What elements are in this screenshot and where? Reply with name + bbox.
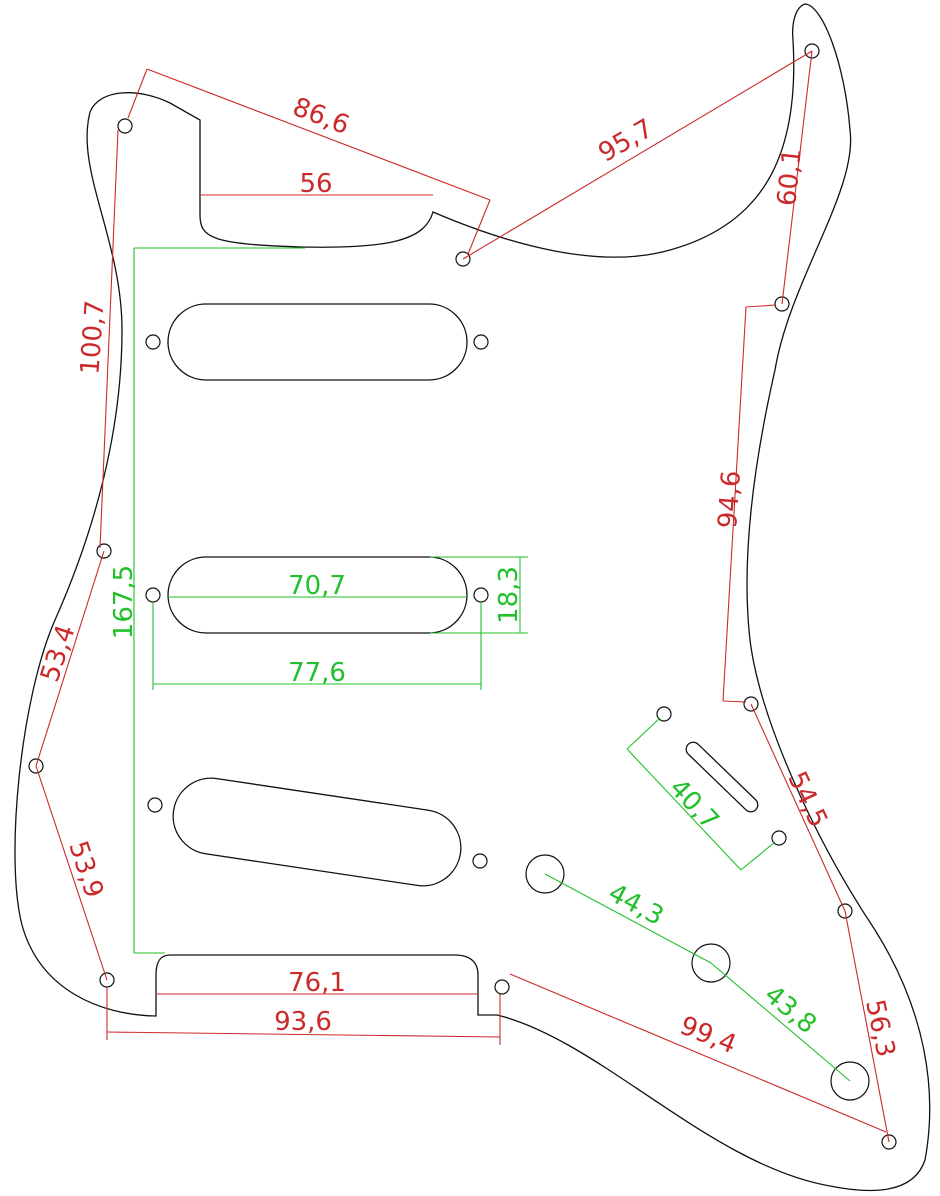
dim-line-95-7	[462, 50, 813, 260]
dim-line-56-3	[844, 910, 890, 1143]
dim-ext-line	[722, 700, 747, 703]
dim-ext-line	[127, 68, 148, 119]
dim-line-40-7	[626, 748, 742, 871]
bridge-pickup-cutout	[172, 777, 462, 887]
dim-ext-line	[740, 841, 776, 871]
pickup-mount-hole	[145, 587, 161, 603]
dim-label-94-6: 94,6	[713, 470, 747, 530]
dim-ext-line	[626, 717, 661, 750]
dim-label-40-7: 40,7	[663, 773, 724, 836]
red-dimensions	[35, 50, 890, 1143]
dim-label-93-6: 93,6	[274, 1007, 332, 1037]
middle-pickup-cutout	[167, 556, 468, 634]
dim-label-43-8: 43,8	[758, 980, 822, 1040]
dim-line-43-8	[710, 962, 851, 1082]
dim-line-94-6	[722, 306, 747, 702]
switch-screw-hole	[771, 830, 787, 846]
dim-ext-line	[467, 199, 491, 255]
dim-line-93-6	[106, 1031, 501, 1038]
pickup-mount-hole	[473, 587, 489, 603]
pickguard-outline	[14, 3, 931, 1192]
switch-screw-hole	[656, 706, 672, 722]
dim-label-53-4: 53,4	[35, 621, 81, 685]
dim-label-60-1: 60,1	[772, 147, 808, 208]
dim-label-54-5: 54,5	[781, 767, 833, 832]
dim-line-100-7	[99, 129, 119, 549]
pickup-mount-hole	[472, 853, 488, 869]
dim-ext-line	[745, 304, 777, 308]
dim-label-44-3: 44,3	[603, 878, 668, 932]
dim-label-77-6: 77,6	[288, 658, 346, 688]
dim-line-60-1	[781, 50, 813, 305]
dim-label-76-1: 76,1	[288, 968, 346, 998]
dim-label-100-7: 100,7	[75, 299, 110, 375]
pickup-mount-hole	[147, 797, 163, 813]
green-dimensions	[133, 247, 851, 1082]
dim-line-99-4	[509, 973, 887, 1133]
dim-label-56-3: 56,3	[859, 997, 900, 1060]
dim-label-56: 56	[299, 169, 332, 199]
dim-line-44-3	[544, 873, 712, 964]
dim-line-53-4	[35, 550, 105, 767]
dim-line-86-6	[146, 68, 491, 201]
dim-label-70-7: 70,7	[288, 571, 346, 601]
screw-hole	[117, 118, 133, 134]
pickup-mount-hole	[473, 334, 489, 350]
switch-slot	[685, 741, 759, 813]
dim-label-18-3: 18,3	[494, 566, 524, 624]
neck-pickup-cutout	[167, 303, 468, 381]
dim-line-54-5	[750, 703, 846, 912]
pickup-mount-hole	[145, 334, 161, 350]
dim-label-86-6: 86,6	[288, 92, 353, 141]
screw-hole	[494, 979, 510, 995]
dim-label-95-7: 95,7	[593, 114, 658, 169]
dim-label-167-5: 167,5	[109, 565, 139, 639]
dim-label-53-9: 53,9	[62, 837, 108, 901]
dim-label-99-4: 99,4	[676, 1011, 741, 1061]
dim-line-53-9	[35, 765, 108, 981]
